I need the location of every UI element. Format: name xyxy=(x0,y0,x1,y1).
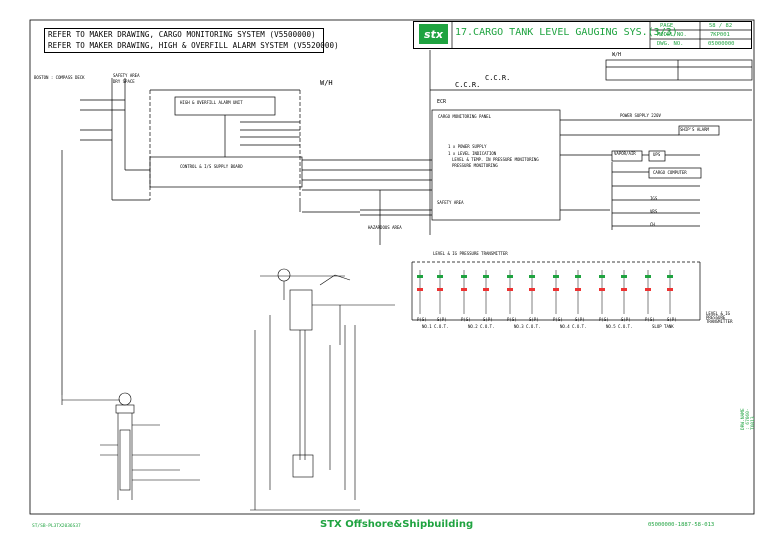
vrs-label: VRS xyxy=(650,209,658,214)
model-label: MODEL NO. xyxy=(657,32,687,38)
dwg-label: DWG. NO. xyxy=(657,41,684,47)
model-value: 7KP001 xyxy=(710,32,730,38)
footer-left-code: ST/SB-PL3TX2036S37 xyxy=(32,524,81,529)
page-value: 58 / 82 xyxy=(709,23,733,29)
reference-line-2: REFER TO MAKER DRAWING, HIGH & OVERFILL … xyxy=(48,41,339,50)
level-pressure-note: LEVEL & IG PRESSURE TRANSMITTER xyxy=(706,311,733,324)
ch-label: CH xyxy=(650,222,655,227)
pressure-monitoring: PRESSURE MONITORING xyxy=(452,163,498,168)
footer-company: STX Offshore&Shipbuilding xyxy=(320,519,474,530)
tank-group: SLOP TANK xyxy=(652,324,674,329)
ecr-label: ECR xyxy=(437,99,447,105)
wh-right-label: W/H xyxy=(612,52,622,58)
safety-area-left: SAFETY AREA xyxy=(113,73,140,78)
page-label: PAGE xyxy=(660,23,674,29)
tank-group: NO.4 C.O.T. xyxy=(560,324,587,329)
reference-line-1: REFER TO MAKER DRAWING, CARGO MONITORING… xyxy=(48,30,316,39)
tank-label: P(S) xyxy=(507,317,517,322)
bow-label: BOSTON : COMPASS DECK xyxy=(34,75,85,80)
tank-label: S(P) xyxy=(575,317,585,322)
title-block xyxy=(413,21,752,49)
high-overfill-unit: HIGH & OVERFILL ALARM UNIT xyxy=(180,100,243,105)
tank-label: P(S) xyxy=(461,317,471,322)
tank-sensors xyxy=(417,270,673,314)
level-sensor-label: LEVEL & IG PRESSURE TRANSMITTER xyxy=(433,251,508,256)
tank-group: NO.1 C.O.T. xyxy=(422,324,449,329)
power-supply-note: 1 x POWER SUPPLY xyxy=(448,144,487,149)
safe-area: SAFETY AREA xyxy=(437,200,464,205)
level-indication: 1 x LEVEL INDICATION xyxy=(448,151,497,156)
drawing-title: 17.CARGO TANK LEVEL GAUGING SYS.(3/3) xyxy=(455,27,678,38)
ship-alarm: SHIP'S ALARM xyxy=(680,127,709,132)
side-drawing-name: DRW.NAME : 67060-T6013 xyxy=(741,408,756,430)
tank-label: S(P) xyxy=(529,317,539,322)
igs-label: IGS xyxy=(650,196,658,201)
dry-space: DRY SPACE xyxy=(113,79,135,84)
vaporisation: VAPOR/AIR xyxy=(614,151,636,156)
tank-group: NO.5 C.O.T. xyxy=(606,324,633,329)
tank-label: P(S) xyxy=(553,317,563,322)
tank-group: NO.3 C.O.T. xyxy=(514,324,541,329)
reference-note-box xyxy=(44,28,324,53)
cargo-computer: CARGO COMPUTER xyxy=(653,170,687,175)
ccr-box-label: C.C.R. xyxy=(455,81,481,89)
stx-logo: stx xyxy=(419,24,448,44)
ccr-label: C.C.R. xyxy=(485,74,511,82)
tank-label: P(S) xyxy=(417,317,427,322)
footer-drawing-number: 05000000-1887-58-013 xyxy=(648,522,715,528)
tank-label: P(S) xyxy=(599,317,609,322)
level-sensor-detail xyxy=(61,392,200,500)
power-supply-unit: CONTROL & I/S SUPPLY BOARD xyxy=(180,164,243,169)
hazardous-area: HAZARDOUS AREA xyxy=(368,225,402,230)
tank-label: S(P) xyxy=(667,317,677,322)
ups: UPS xyxy=(653,152,661,157)
tank-label: S(P) xyxy=(437,317,447,322)
tank-label: P(S) xyxy=(645,317,655,322)
tank-label: S(P) xyxy=(483,317,493,322)
tank-label: S(P) xyxy=(621,317,631,322)
tank-group: NO.2 C.O.T. xyxy=(468,324,495,329)
level-temp: LEVEL & TEMP. IN PRESSURE MONITORING xyxy=(452,157,539,162)
monitoring-panel: CARGO MONITORING PANEL xyxy=(438,114,491,119)
power-supply-220: POWER SUPPLY 220V xyxy=(620,113,661,118)
dwg-value: 05000000 xyxy=(708,41,735,47)
wh-label: W/H xyxy=(320,79,333,87)
gauge-assembly xyxy=(250,268,395,511)
